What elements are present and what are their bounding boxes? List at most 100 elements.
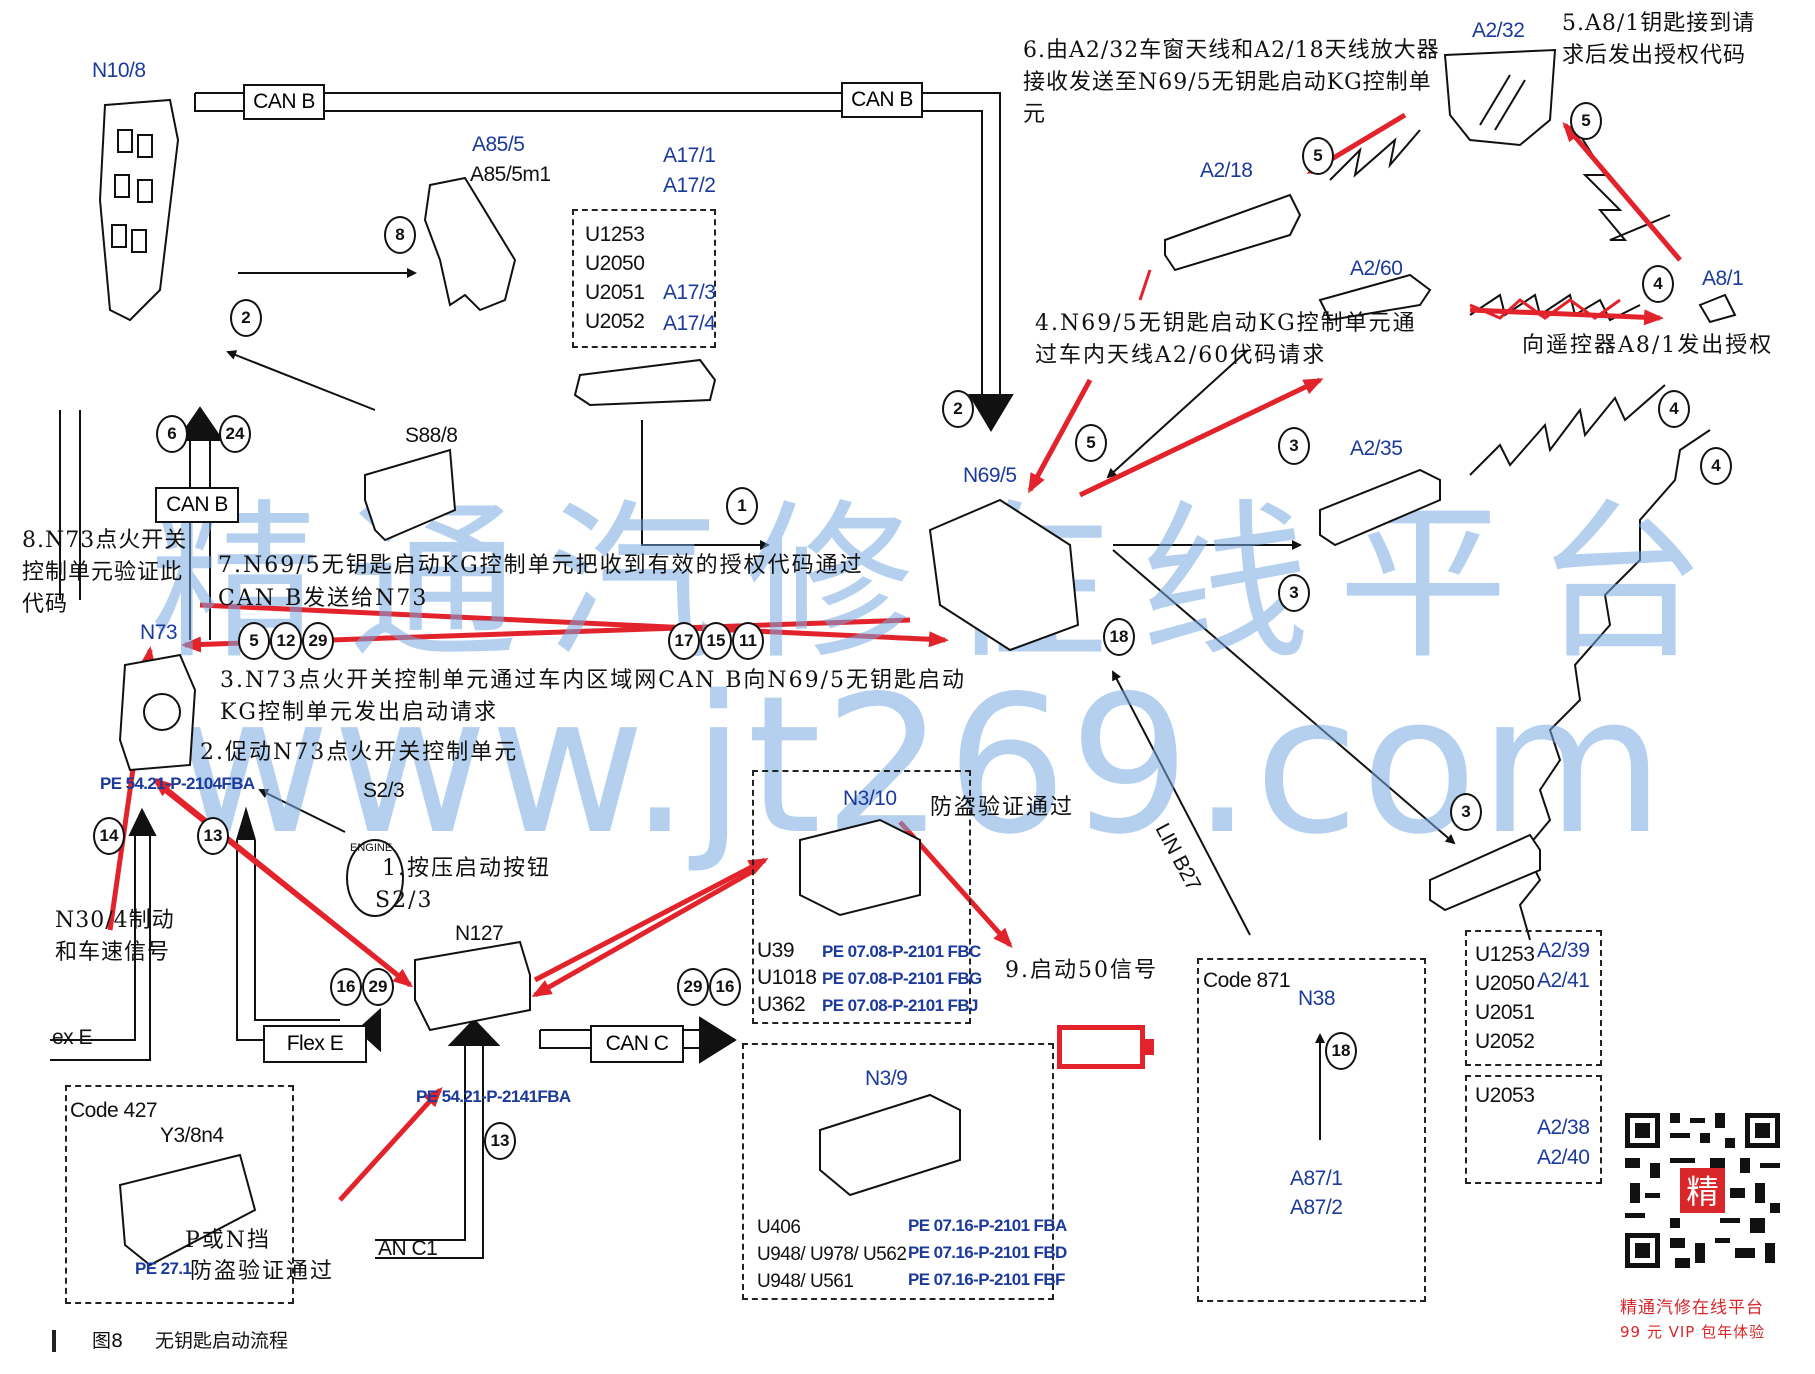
label-a85-5: A85/5 [472,133,525,156]
a2-18-amplifier [1164,193,1302,272]
ref-pe0716-fba: PE 07.16-P-2101 FBA [908,1216,1067,1235]
s2-3-start-button [346,839,404,917]
step-circle-3a: 3 [1278,427,1310,465]
flex-e-bus-label: Flex E [263,1025,367,1063]
step-circle-3b: 3 [1278,574,1310,612]
a2-39-codes: U1253 U2050 U2051 U2052 [1475,943,1535,1053]
y3-8n4-valve [118,1153,257,1267]
annotation-antitheft2: 防盗验证通过 [190,1259,335,1284]
ref-pe27: PE 27.1 [135,1259,192,1278]
ref-pe0708-fbj: PE 07.08-P-2101 FBJ [822,996,978,1015]
n10-8-fusebox [98,98,180,322]
label-s2-3: S2/3 [363,779,405,802]
step-circle-29c: 29 [677,968,709,1006]
step-circle-12: 12 [270,622,302,660]
label-a2-39: A2/39 [1537,939,1590,962]
code-u1018: U1018 [757,966,817,989]
label-n69-5: N69/5 [963,464,1017,487]
a2-35-antenna [1319,468,1441,547]
annotation-step7b: CAN B发送给N73 [218,586,429,611]
n3-10-box [752,770,971,1024]
step-circle-2a: 2 [230,299,262,337]
label-y3-8n4: Y3/8n4 [160,1124,224,1147]
step-circle-18b: 18 [1325,1032,1357,1070]
label-a17-3: A17/3 [663,281,716,304]
a85-5-lock [423,176,517,312]
code-u406: U406 [757,1217,801,1238]
step-circle-16a: 16 [330,968,362,1006]
annotation-n30-4: N30/4制动和车速信号 [55,908,175,965]
step-circle-16b: 16 [709,968,741,1006]
a2-32-window-antenna [1443,48,1557,147]
ref-pe0708-fbg: PE 07.08-P-2101 FBG [822,969,982,988]
annotation-step1b: S2/3 [375,888,434,913]
flex-e-left-label: ex E [52,1026,93,1049]
annotation-step4c: 向遥控器A8/1发出授权 [1522,333,1774,358]
ref-pe0708-fbc: PE 07.08-P-2101 FBC [822,942,981,961]
a17-code-box [572,209,716,348]
ref-pe5421-2141: PE 54.21-P-2141FBA [416,1087,571,1106]
label-a2-18: A2/18 [1200,159,1253,182]
label-a2-40: A2/40 [1537,1146,1590,1169]
can-b-top-bus [194,92,1014,432]
step-circle-5b: 5 [1570,102,1602,140]
annotation-antitheft1: 防盗验证通过 [930,795,1075,820]
annotation-step1: 1.按压启动按钮 [382,856,551,881]
n69-5-keyless-unit [928,498,1080,652]
can-c-bus-label: CAN C [590,1025,684,1063]
code-u39: U39 [757,939,795,962]
brand-name: 精通汽修在线平台 [1620,1298,1764,1318]
annotation-step3b: KG控制单元发出启动请求 [220,700,499,725]
n3-9-ecu [819,1093,961,1197]
code-871-label: Code 871 [1203,969,1291,992]
step-circle-29b: 29 [362,968,394,1006]
annotation-p-or-n: P或N挡 [185,1228,272,1253]
code-u948-561: U948/ U561 [757,1271,854,1292]
a2-39-code-box [1465,930,1602,1066]
label-a2-35: A2/35 [1350,437,1403,460]
n3-10-ecu [799,818,921,917]
step-circle-4a: 4 [1642,265,1674,303]
step-circle-24: 24 [219,415,251,453]
label-n73: N73 [140,621,178,644]
a2-39-antenna [1429,833,1541,912]
a17-codes: U1253 U2050 U2051 U2052 [585,223,645,333]
label-a87-2: A87/2 [1290,1196,1343,1219]
n127-module [414,940,531,1032]
label-s88-8: S88/8 [405,424,458,447]
step-circle-11: 11 [732,622,764,660]
step-circle-5l: 5 [238,622,270,660]
annotation-step9: 9.启动50信号 [1005,958,1158,983]
annotation-step5: 5.A8/1钥匙接到请求后发出授权代码 [1562,11,1756,68]
can-b-left-bus [59,406,224,640]
step-circle-18a: 18 [1103,618,1135,656]
code-u2053: U2053 [1475,1084,1535,1107]
annotation-step4b: 过车内天线A2/60代码请求 [1035,343,1327,368]
step-circle-4c: 4 [1700,447,1732,485]
step-circle-13a: 13 [197,817,229,855]
step-circle-14: 14 [93,817,125,855]
can-c1-label: AN C1 [378,1237,438,1260]
ref-pe0716-fbf: PE 07.16-P-2101 FBF [908,1270,1065,1289]
black-arrows [226,268,1456,1140]
label-a17-1: A17/1 [663,144,716,167]
label-a85-5m1: A85/5m1 [470,163,551,186]
label-a2-60: A2/60 [1350,257,1403,280]
annotation-step4a: 4.N69/5无钥匙启动KG控制单元通 [1035,311,1417,336]
ref-pe5421-2104: PE 54.21-P-2104FBA [100,774,255,793]
a2-60-antenna [1318,273,1432,322]
step-circle-15: 15 [700,622,732,660]
annotation-step3a: 3.N73点火开关控制单元通过车内区域网CAN B向N69/5无钥匙启动 [220,668,967,693]
engine-button-text: ENGINE [350,842,393,854]
label-n38: N38 [1298,987,1336,1010]
label-a17-2: A17/2 [663,174,716,197]
step-circle-3c: 3 [1450,793,1482,831]
a17-handle [573,358,717,407]
s88-8-switch [364,448,457,542]
brand-offer: 99 元 VIP 包年体验 [1620,1323,1766,1341]
code-427-box [65,1085,294,1304]
step-circle-2b: 2 [942,390,974,428]
label-n3-10: N3/10 [843,787,897,810]
step-circle-6: 6 [156,415,188,453]
